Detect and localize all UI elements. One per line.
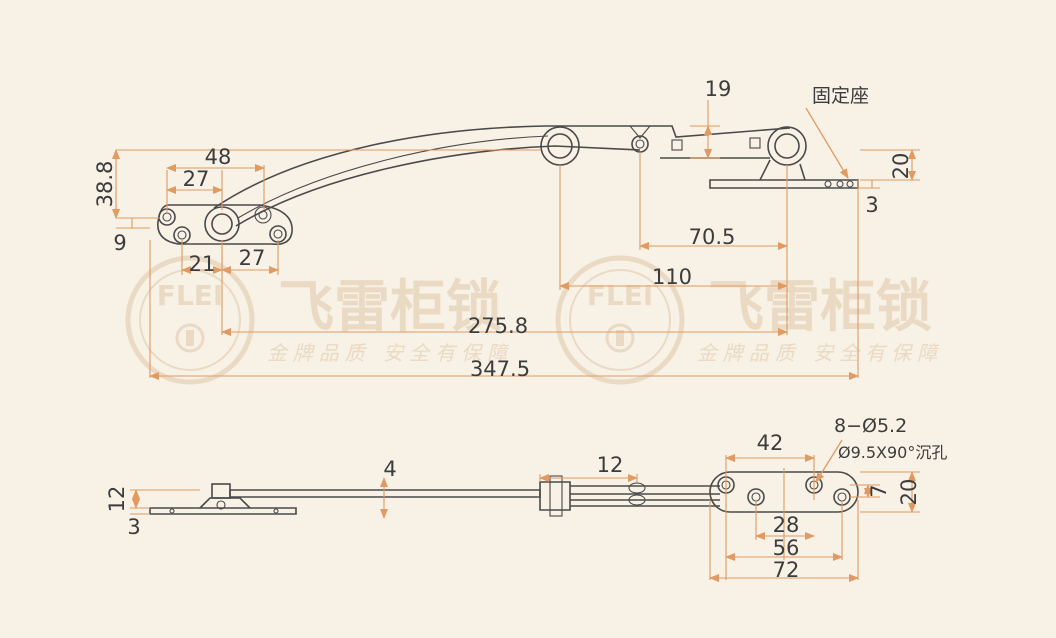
dim-3-top: 3 xyxy=(865,193,878,217)
dim-21: 21 xyxy=(189,252,216,276)
side-dim-28: 28 xyxy=(773,513,800,537)
watermark-seal-icon xyxy=(125,255,255,385)
curved-arm-outer xyxy=(213,125,791,209)
side-dim-56: 56 xyxy=(773,536,800,560)
left-bracket xyxy=(149,507,297,515)
dim-27-bottom: 27 xyxy=(239,246,266,270)
top-view-part xyxy=(157,125,859,246)
side-dim-20: 20 xyxy=(897,479,921,506)
watermark-seal-icon xyxy=(555,255,685,385)
side-dim-3-left: 3 xyxy=(127,515,140,539)
curved-arm-inner xyxy=(235,145,641,227)
callout-holes: 8−Ø5.2 xyxy=(834,415,907,437)
side-dim-12-left: 12 xyxy=(105,486,129,513)
dim-275-8: 275.8 xyxy=(468,314,528,338)
watermark-brand: 飞雷柜锁 xyxy=(708,275,932,340)
dim-48: 48 xyxy=(205,145,232,169)
side-dim-12-mid: 12 xyxy=(597,453,624,477)
flat-arm xyxy=(229,489,541,498)
dim-38-8: 38.8 xyxy=(93,161,117,208)
callout-fixing-base: 固定座 xyxy=(812,85,869,107)
pivot-hole xyxy=(269,225,287,243)
side-view-part xyxy=(149,471,859,517)
pivot-boss xyxy=(767,126,807,166)
top-view-dimensions: 48 27 38.8 9 21 27 19 20 3 70.5 110 275.… xyxy=(93,77,920,381)
watermark-left: FLEI 飞雷柜锁 金牌品质 安全有保障 xyxy=(125,255,513,385)
dim-9: 9 xyxy=(113,231,126,255)
dim-110: 110 xyxy=(652,265,692,289)
watermark-slogan: 金牌品质 安全有保障 xyxy=(697,341,943,365)
dim-20-top: 20 xyxy=(889,153,913,180)
fixing-base xyxy=(709,179,859,189)
dim-70-5: 70.5 xyxy=(689,225,736,249)
pivot-boss xyxy=(204,206,240,242)
watermark-logo-text: FLEI xyxy=(157,279,224,312)
side-dim-7: 7 xyxy=(867,484,891,497)
side-view-dimensions: 12 3 4 12 42 7 20 28 56 72 8−Ø5.2 Ø9.5X9… xyxy=(105,415,947,582)
watermark-logo-text: FLEI xyxy=(587,279,654,312)
dim-19: 19 xyxy=(705,77,732,101)
side-dim-42: 42 xyxy=(757,431,784,455)
watermark-right: FLEI 飞雷柜锁 金牌品质 安全有保障 xyxy=(555,255,943,385)
dim-27-top: 27 xyxy=(183,167,210,191)
side-dim-4: 4 xyxy=(383,457,396,481)
callout-countersink: Ø9.5X90°沉孔 xyxy=(838,443,947,462)
dim-347-5: 347.5 xyxy=(470,357,530,381)
watermark-slogan: 金牌品质 安全有保障 xyxy=(267,341,513,365)
side-dim-72: 72 xyxy=(773,558,800,582)
